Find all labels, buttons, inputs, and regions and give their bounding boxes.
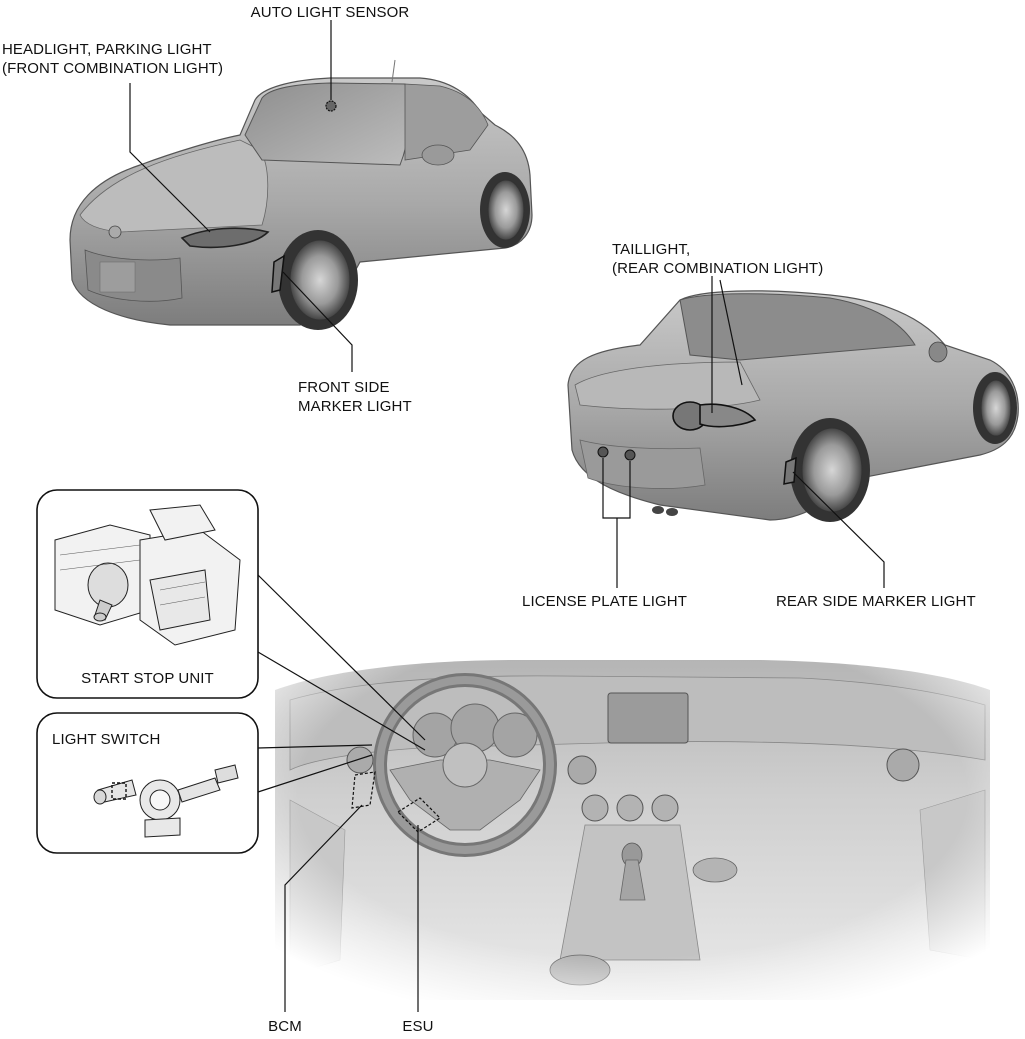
label-bcm: BCM — [268, 1018, 302, 1035]
label-taillight-line1: TAILLIGHT, — [612, 241, 691, 258]
label-esu: ESU — [402, 1018, 434, 1035]
label-light-switch: LIGHT SWITCH — [52, 731, 161, 748]
label-taillight: TAILLIGHT, (REAR COMBINATION LIGHT) — [612, 240, 823, 278]
label-headlight-line2: (FRONT COMBINATION LIGHT) — [2, 60, 224, 77]
interior-illustration — [265, 650, 1000, 1010]
label-headlight-line1: HEADLIGHT, PARKING LIGHT — [2, 41, 212, 58]
label-headlight: HEADLIGHT, PARKING LIGHT (FRONT COMBINAT… — [2, 40, 223, 78]
label-front-side-marker-line2: MARKER LIGHT — [298, 398, 412, 415]
label-license-plate-light: LICENSE PLATE LIGHT — [522, 593, 688, 610]
rear-car-illustration — [567, 290, 1019, 522]
front-car-illustration — [69, 59, 533, 330]
label-rear-side-marker-light: REAR SIDE MARKER LIGHT — [776, 593, 976, 610]
label-front-side-marker-line1: FRONT SIDE — [298, 379, 390, 396]
label-auto-light-sensor: AUTO LIGHT SENSOR — [250, 4, 410, 21]
label-taillight-line2: (REAR COMBINATION LIGHT) — [612, 260, 824, 277]
leader-lines — [129, 20, 885, 1012]
light-switch-callout — [36, 712, 259, 854]
label-front-side-marker-light: FRONT SIDE MARKER LIGHT — [298, 378, 412, 416]
start-stop-unit-callout — [36, 489, 259, 699]
label-start-stop-unit: START STOP UNIT — [81, 670, 214, 687]
